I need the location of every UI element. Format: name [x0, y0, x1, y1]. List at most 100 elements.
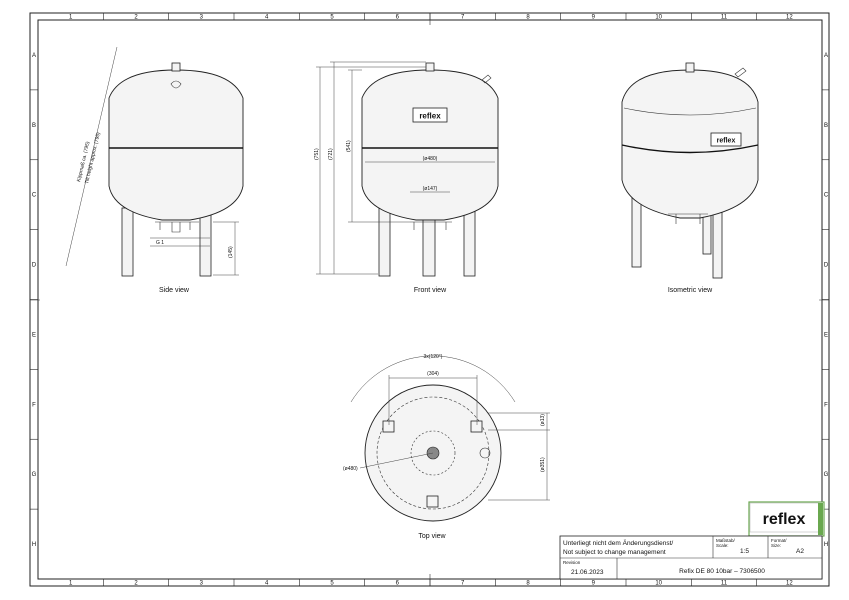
grid-column-label: 3: [200, 581, 204, 587]
side-tank-body: [108, 69, 244, 221]
scale-value: 1:5: [740, 548, 749, 555]
front-base-label: (ø147): [423, 186, 438, 192]
front-body-label: (541): [346, 140, 352, 152]
grid-column-label: 5: [330, 581, 334, 587]
grid-column-label: 9: [592, 15, 596, 21]
scale-label-de: Maßstab/: [716, 538, 736, 543]
iso-view-title: Isometric view: [668, 287, 713, 294]
top-diameter-leader: [359, 452, 434, 469]
scale-label-en: Scale:: [716, 543, 729, 548]
top-span-label: (304): [427, 371, 439, 377]
top-foot-bottom: [426, 495, 439, 508]
grid-row-label: H: [32, 542, 36, 548]
grid-column-label: 8: [526, 15, 530, 21]
iso-tank-body: [621, 69, 759, 219]
grid-row-label: H: [824, 542, 828, 548]
top-inner-circle: [410, 430, 456, 476]
grid-row-label: C: [824, 193, 829, 199]
side-dim-lines: [150, 221, 239, 276]
grid-column-label: 10: [655, 15, 662, 21]
grid-row-label: B: [32, 123, 36, 129]
front-height-dim-lines: [316, 61, 426, 275]
grid-row-label: D: [824, 263, 829, 269]
side-leg-left: [121, 207, 134, 277]
reflex-logo: reflex: [748, 501, 825, 537]
side-top-valve: [171, 62, 181, 72]
side-thread-label: G 1: [156, 240, 164, 246]
grid-column-label: 5: [330, 15, 334, 21]
grid-column-label: 11: [721, 581, 728, 587]
front-view: reflex (751) (721) (541) (ø480) (ø147) F…: [314, 61, 499, 294]
iso-upper-contour: [623, 107, 757, 116]
front-view-title: Front view: [414, 287, 447, 294]
isometric-view: reflex Isometric view: [621, 62, 759, 294]
grid-column-label: 6: [396, 15, 400, 21]
side-view: Kippmaß ca. (795) Tilt height approx. (7…: [65, 46, 244, 294]
front-total-label: (721): [328, 148, 334, 160]
iso-leg-left: [631, 194, 642, 268]
title-block: Unterliegt nicht dem Änderungsdienst/ No…: [559, 535, 823, 580]
front-side-connector: [481, 74, 492, 84]
grid-row-label: E: [32, 332, 36, 338]
top-angle-arc: [350, 355, 516, 403]
logo-wordmark: reflex: [763, 511, 806, 528]
front-top-valve: [425, 62, 435, 72]
grid-row-label: C: [32, 193, 37, 199]
revision-label: Revision: [563, 560, 581, 565]
top-diameter-label: (ø480): [343, 466, 358, 472]
iso-nameplate: [710, 132, 742, 147]
iso-seam-band: [621, 144, 759, 154]
grid-row-label: G: [824, 472, 829, 478]
top-view: 3x(120°) (304) (ø13) (ø351) (ø480) Top v…: [343, 354, 550, 540]
side-leg-right: [199, 207, 212, 277]
format-label-de: Format/: [771, 538, 787, 543]
front-nameplate: [412, 107, 448, 123]
grid-row-label: A: [32, 53, 36, 59]
front-leg-left: [378, 207, 391, 277]
iso-nameplate-logo: reflex: [717, 138, 736, 145]
grid-column-label: 11: [721, 15, 728, 21]
logo-green-accent: [818, 503, 823, 535]
grid-column-label: 8: [526, 581, 530, 587]
grid-column-label: 2: [134, 581, 138, 587]
grid-column-label: 2: [134, 15, 138, 21]
grid-column-label: 3: [200, 15, 204, 21]
grid-row-label: G: [32, 472, 37, 478]
iso-side-connector: [734, 67, 747, 78]
grid-column-label: 1: [69, 581, 73, 587]
front-tank-body: [361, 69, 499, 221]
side-bracket: [170, 80, 182, 89]
grid-column-label: 6: [396, 581, 400, 587]
side-bottom-fittings: [155, 221, 199, 233]
front-width-dim-lines: [365, 161, 495, 193]
side-tilt-dim-line: [65, 46, 118, 267]
front-nameplate-logo: reflex: [419, 112, 441, 121]
grid-row-label: F: [32, 402, 36, 408]
grid-column-label: 4: [265, 15, 269, 21]
title-block-dividers: [560, 536, 822, 579]
grid-column-label: 1: [69, 15, 73, 21]
front-overall-label: (751): [314, 148, 320, 160]
grid-column-label: 4: [265, 581, 269, 587]
iso-bottom-fittings: [668, 213, 708, 224]
revision-date: 21.06.2023: [571, 569, 604, 576]
top-pcd-label: (ø351): [540, 457, 546, 472]
format-value: A2: [796, 548, 804, 555]
grid-row-label: F: [824, 402, 828, 408]
front-bottom-fittings: [410, 221, 452, 230]
top-side-dims: [488, 412, 550, 501]
side-view-title: Side view: [159, 287, 190, 294]
top-pitch-circle: [376, 396, 490, 510]
top-side-port: [479, 447, 491, 459]
grid-column-label: 10: [655, 581, 662, 587]
product-title: Refix DE 80 10bar – 7306500: [679, 568, 765, 575]
centre-marks: [30, 13, 829, 586]
top-angle-label: 3x(120°): [424, 354, 443, 360]
grid-column-label: 7: [461, 15, 465, 21]
grid-row-label: B: [824, 123, 828, 129]
grid-column-label: 12: [786, 15, 793, 21]
top-view-title: Top view: [418, 533, 446, 540]
